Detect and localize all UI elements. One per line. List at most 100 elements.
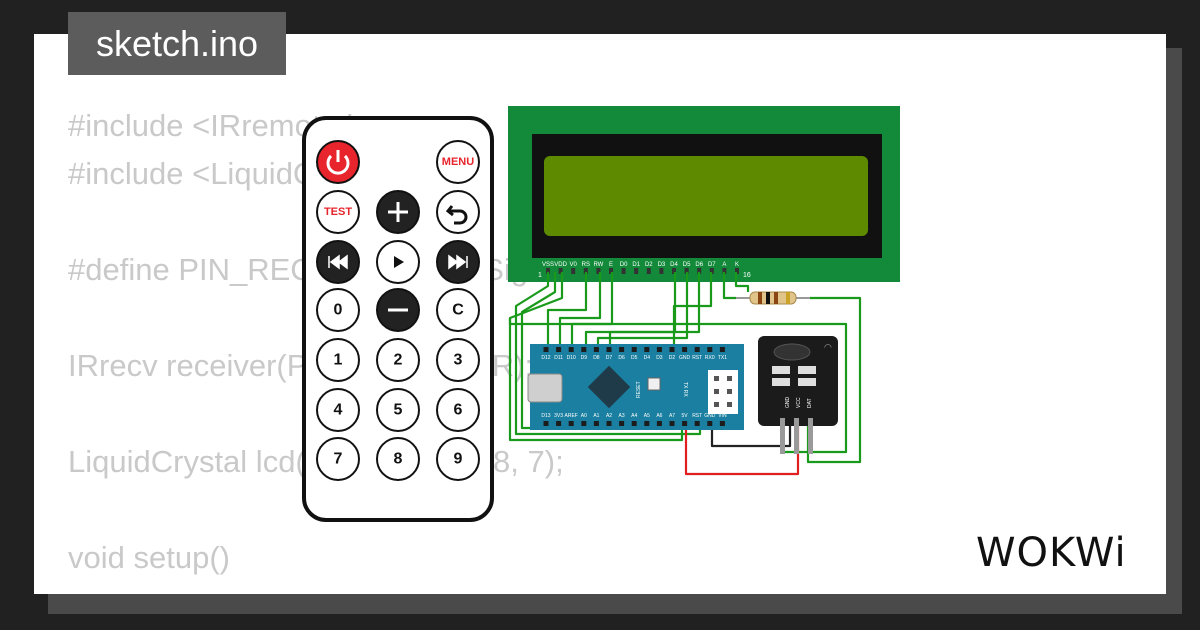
arduino-pin[interactable] bbox=[619, 421, 625, 426]
lcd-pin-label: VSS bbox=[542, 262, 554, 268]
wire bbox=[722, 272, 736, 300]
lcd-pin-label: D3 bbox=[658, 262, 666, 268]
lcd-pin[interactable] bbox=[634, 268, 639, 274]
arduino-pin[interactable] bbox=[719, 421, 725, 426]
arduino-pin[interactable] bbox=[581, 421, 587, 426]
menu-button[interactable]: MENU bbox=[436, 140, 480, 184]
arduino-pin-label: A3 bbox=[619, 413, 625, 419]
lcd-pin[interactable] bbox=[735, 268, 739, 274]
resistor[interactable] bbox=[736, 291, 810, 305]
wokwi-logo-text: WOKWi bbox=[976, 530, 1127, 576]
lcd-pin-label: V0 bbox=[570, 262, 578, 268]
lcd-pin[interactable] bbox=[709, 268, 714, 274]
arduino-pin[interactable] bbox=[682, 421, 688, 426]
digit-5-button[interactable]: 5 bbox=[376, 388, 420, 432]
arduino-pin[interactable] bbox=[644, 347, 650, 352]
reset-label: RESET bbox=[636, 381, 642, 398]
arduino-pin[interactable] bbox=[606, 421, 612, 426]
power-button[interactable] bbox=[316, 140, 360, 184]
arduino-pin[interactable] bbox=[669, 421, 675, 426]
digit-9-button[interactable]: 9 bbox=[436, 437, 480, 481]
arduino-pin[interactable] bbox=[694, 347, 700, 352]
digit-8-button[interactable]: 8 bbox=[376, 437, 420, 481]
arduino-pin[interactable] bbox=[707, 347, 713, 352]
arduino-pin-label: D10 bbox=[567, 355, 576, 361]
minus-button[interactable] bbox=[376, 288, 420, 332]
arduino-pin[interactable] bbox=[568, 421, 574, 426]
lcd-pin[interactable] bbox=[609, 268, 613, 274]
ir-pins bbox=[780, 418, 813, 454]
lcd-pin-label: D5 bbox=[683, 262, 691, 268]
arduino-pin-label: A1 bbox=[593, 413, 599, 419]
arduino-pin[interactable] bbox=[719, 347, 725, 352]
plus-button[interactable] bbox=[376, 190, 420, 234]
arduino-pin[interactable] bbox=[556, 347, 562, 352]
digit-2-button[interactable]: 2 bbox=[376, 338, 420, 382]
lcd-pin[interactable] bbox=[558, 268, 563, 274]
arduino-pin[interactable] bbox=[644, 421, 650, 426]
wokwi-logo: WOKWi bbox=[976, 530, 1127, 576]
arduino-pin[interactable] bbox=[619, 347, 625, 352]
lcd-pin-label: D7 bbox=[708, 262, 716, 268]
prev-button[interactable] bbox=[316, 240, 360, 284]
lcd-pin[interactable] bbox=[672, 268, 676, 274]
arduino-pin[interactable] bbox=[656, 421, 662, 426]
arduino-pin[interactable] bbox=[694, 421, 700, 426]
prev-icon bbox=[328, 254, 348, 270]
arduino-pin[interactable] bbox=[543, 421, 549, 426]
ir-receiver[interactable]: ◠ GND VCC DAT bbox=[758, 336, 838, 454]
test-button[interactable]: TEST bbox=[316, 190, 360, 234]
reset-button[interactable] bbox=[647, 377, 661, 391]
arduino-pin[interactable] bbox=[593, 347, 599, 352]
arduino-pin[interactable] bbox=[707, 421, 713, 426]
lcd-pin[interactable] bbox=[621, 268, 626, 274]
arduino-pin[interactable] bbox=[606, 347, 612, 352]
power-icon bbox=[326, 154, 350, 175]
ir-pin-label: DAT bbox=[807, 398, 813, 408]
arduino-pin[interactable] bbox=[631, 421, 637, 426]
digit-6-button[interactable]: 6 bbox=[436, 388, 480, 432]
digit-label: 2 bbox=[394, 352, 403, 369]
digit-4-button[interactable]: 4 bbox=[316, 388, 360, 432]
arduino-pin-label: D11 bbox=[554, 355, 563, 361]
lcd-pin[interactable] bbox=[684, 268, 689, 274]
arduino-pin-label: RST bbox=[692, 413, 702, 419]
c-button[interactable]: C bbox=[436, 288, 480, 332]
arduino-pin[interactable] bbox=[631, 347, 637, 352]
next-icon bbox=[448, 254, 468, 270]
arduino-pin[interactable] bbox=[568, 347, 574, 352]
arduino-pin[interactable] bbox=[656, 347, 662, 352]
lcd-pin[interactable] bbox=[546, 268, 550, 274]
arduino-pin[interactable] bbox=[543, 347, 549, 352]
back-icon bbox=[445, 205, 468, 225]
lcd-pin[interactable] bbox=[722, 268, 727, 274]
lcd-pin[interactable] bbox=[659, 268, 664, 274]
lcd-pin[interactable] bbox=[596, 268, 601, 274]
digit-1-button[interactable]: 1 bbox=[316, 338, 360, 382]
arduino-pin[interactable] bbox=[556, 421, 562, 426]
file-tab[interactable]: sketch.ino bbox=[68, 12, 286, 75]
play-button[interactable] bbox=[376, 240, 420, 284]
digit-0-button[interactable]: 0 bbox=[316, 288, 360, 332]
lcd-pin-label: E bbox=[609, 262, 613, 268]
arduino-pin[interactable] bbox=[682, 347, 688, 352]
lcd-pin[interactable] bbox=[646, 268, 651, 274]
arduino-pin[interactable] bbox=[669, 347, 675, 352]
digit-3-button[interactable]: 3 bbox=[436, 338, 480, 382]
arduino-pin-label: A5 bbox=[644, 413, 650, 419]
lcd-pin[interactable] bbox=[583, 268, 588, 274]
back-button[interactable] bbox=[436, 190, 480, 234]
lcd-pin[interactable] bbox=[571, 268, 576, 274]
next-button[interactable] bbox=[436, 240, 480, 284]
arduino-pin-label: D9 bbox=[581, 355, 588, 361]
digit-7-button[interactable]: 7 bbox=[316, 437, 360, 481]
lcd-pin[interactable] bbox=[697, 268, 702, 274]
arduino-pin-label: D3 bbox=[656, 355, 663, 361]
arduino-pin-label: AREF bbox=[565, 413, 578, 419]
arduino-pin[interactable] bbox=[581, 347, 587, 352]
arduino-pin[interactable] bbox=[593, 421, 599, 426]
